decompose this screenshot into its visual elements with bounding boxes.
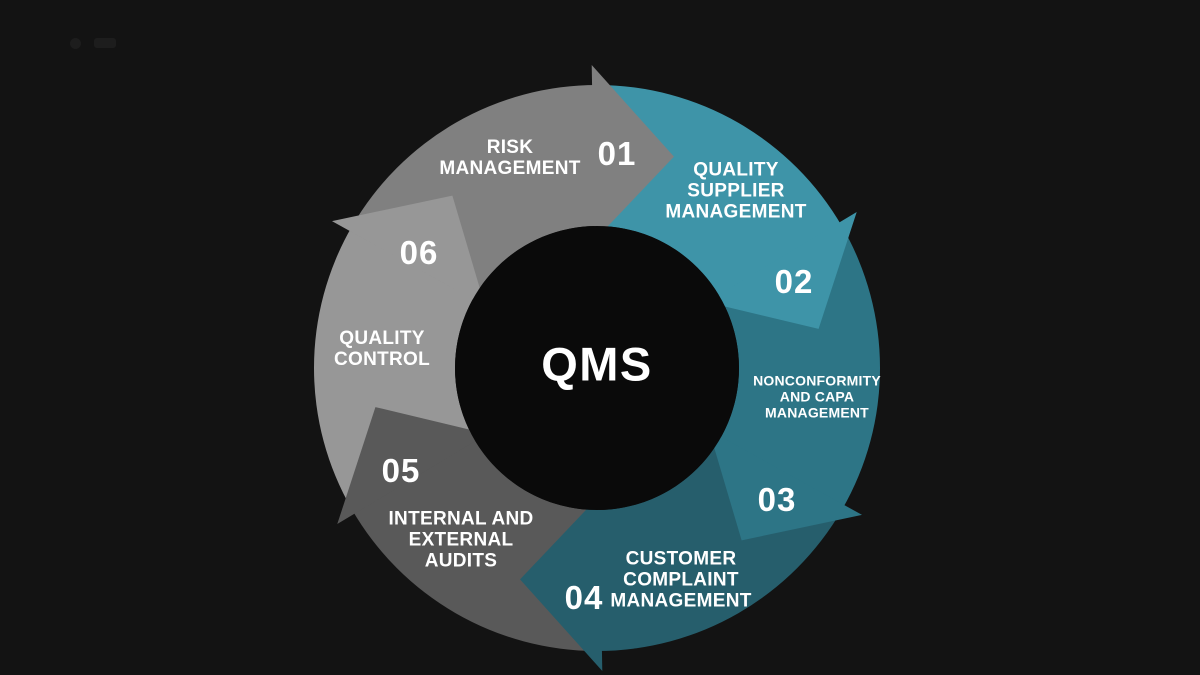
segment-arrowhead-01	[591, 65, 674, 241]
segment-arc-05	[351, 439, 597, 651]
decorative-pill	[94, 38, 116, 48]
diagram-hole	[455, 226, 739, 510]
segment-label-02: QUALITY SUPPLIER MANAGEMENT	[665, 159, 807, 223]
segment-label-03: NONCONFORMITY AND CAPA MANAGEMENT	[753, 372, 881, 422]
segment-number-05: 05	[381, 452, 421, 489]
segment-label-05: INTERNAL AND EXTERNAL AUDITS	[388, 508, 534, 572]
segment-arrowhead-05	[337, 407, 488, 525]
segment-arrowhead-04	[520, 495, 603, 671]
segment-label-06: QUALITY CONTROL	[333, 328, 431, 370]
segment-arrowhead-03	[708, 430, 863, 541]
segment-number-01: 01	[597, 135, 637, 172]
diagram-center-title: QMS	[541, 337, 653, 391]
segment-number-03: 03	[757, 481, 797, 518]
segment-arrowhead-06	[331, 195, 486, 306]
segment-number-02: 02	[774, 263, 814, 300]
segment-label-04: CUSTOMER COMPLAINT MANAGEMENT	[610, 548, 752, 612]
segment-arrowhead-02	[706, 211, 857, 329]
decorative-dot	[70, 38, 81, 49]
segment-number-04: 04	[564, 579, 604, 616]
segment-number-06: 06	[399, 234, 439, 271]
segment-label-01: RISK MANAGEMENT	[439, 137, 581, 179]
segment-arc-02	[597, 85, 843, 297]
